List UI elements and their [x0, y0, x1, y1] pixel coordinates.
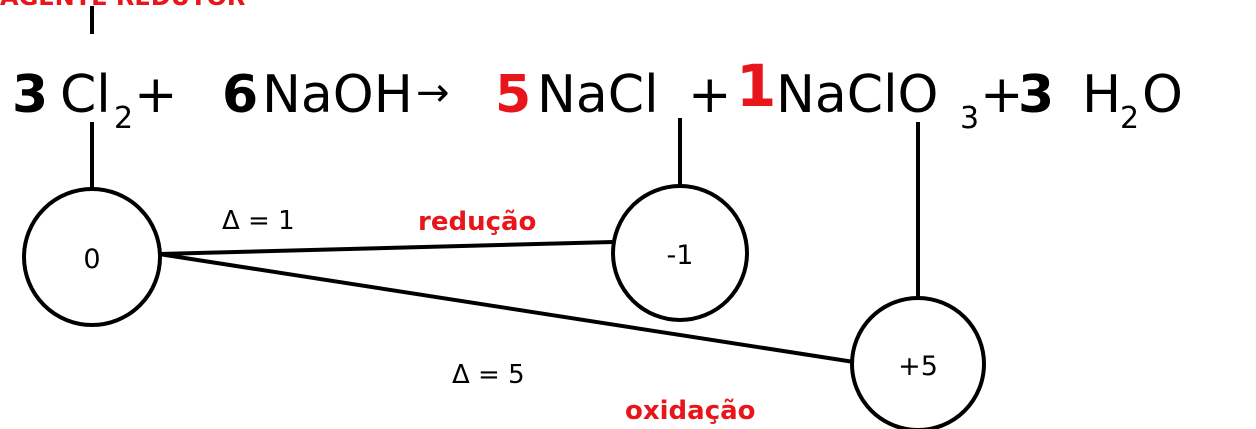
formula-h2o-h: H: [1082, 65, 1121, 125]
sub-h2o: 2: [1120, 101, 1139, 136]
formula-h2o-o: O: [1142, 65, 1183, 125]
ox-state-circle-cl2: [22, 187, 162, 327]
formula-nacl: NaCl: [537, 65, 659, 125]
sub-cl2: 2: [114, 101, 133, 136]
plus-1: +: [134, 65, 178, 125]
reaction-arrow: →: [416, 70, 450, 116]
coef-cl2: 3: [12, 65, 48, 125]
sub-naclo3: 3: [960, 101, 979, 136]
ox-state-naclo3: +5: [898, 351, 938, 382]
ox-state-circle-naclo3: [850, 296, 986, 429]
coef-nacl: 5: [495, 65, 531, 125]
coef-naclo3: 1: [736, 52, 776, 120]
reduction-label: redução: [418, 207, 536, 237]
plus-3: +: [980, 65, 1024, 125]
reduction-delta: Δ = 1: [222, 206, 295, 236]
plus-2: +: [688, 65, 732, 125]
top-banner-text: AGENTE REDUTOR: [0, 0, 245, 11]
chemical-equation: 3 Cl 2 + 6 NaOH → 5 NaCl + 1 NaClO 3 + 3…: [12, 52, 1183, 136]
coef-h2o: 3: [1018, 65, 1054, 125]
ox-state-nacl: -1: [667, 240, 694, 271]
oxidation-label: oxidação: [625, 396, 756, 426]
formula-naclo3: NaClO: [776, 65, 938, 125]
formula-naoh: NaOH: [262, 65, 413, 125]
formula-cl2: Cl: [60, 65, 111, 125]
oxidation-delta: Δ = 5: [452, 360, 525, 390]
oxidation-line: [158, 252, 855, 364]
ox-state-cl2: 0: [83, 244, 100, 275]
ox-state-circle-nacl: [611, 184, 749, 322]
coef-naoh: 6: [222, 65, 258, 125]
reduction-line: [158, 240, 614, 256]
